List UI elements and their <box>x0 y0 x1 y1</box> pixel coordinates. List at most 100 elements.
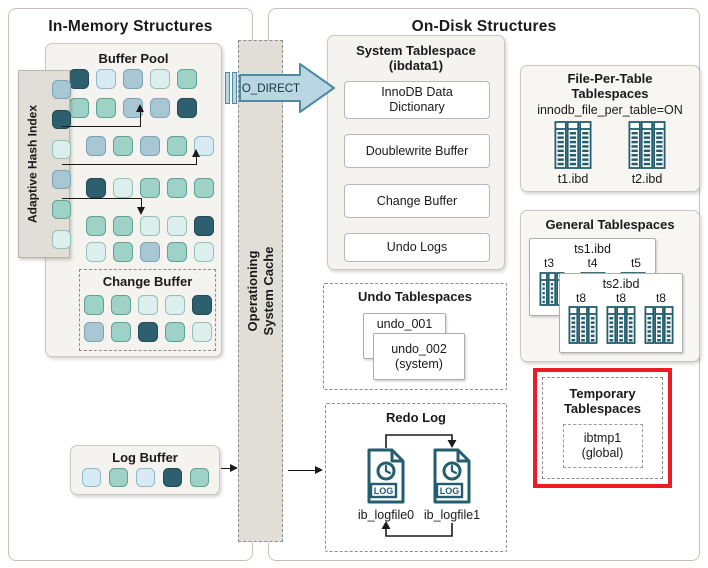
memory-page-square <box>69 69 89 89</box>
memory-page-square <box>83 322 104 343</box>
ibtmp1-label-line1: ibtmp1 <box>583 430 622 445</box>
file-per-table-title: File-Per-Table Tablespaces <box>521 66 699 102</box>
memory-page-square <box>86 216 106 236</box>
change-buffer-row <box>80 295 215 316</box>
adaptive-hash-index-label: Adaptive Hash Index <box>25 104 40 224</box>
operating-system-cache-bar: Operationing System Cache <box>238 40 283 542</box>
ib-logfile1-figure: LOG ib_logfile1 <box>412 448 492 523</box>
system-tablespace-title: System Tablespace <box>356 43 476 58</box>
temporary-tablespaces-highlight: Temporary Tablespaces ibtmp1 (global) <box>533 368 672 488</box>
cache-to-redo-arrow-line <box>288 470 317 471</box>
memory-page-square <box>167 136 187 156</box>
innodb-data-dictionary-item: InnoDB Data Dictionary <box>344 81 490 119</box>
hash-arrow-2-arrowhead <box>192 149 200 157</box>
o-direct-arrow: O_DIRECT <box>239 63 335 113</box>
file-per-table-title-line2: Tablespaces <box>571 86 649 102</box>
memory-page-square <box>140 242 160 262</box>
memory-page-square <box>110 322 131 343</box>
memory-page-square <box>191 295 212 316</box>
memory-page-square <box>113 136 133 156</box>
ts2-ibd-title: ts2.ibd <box>602 277 640 291</box>
memory-page-square <box>86 178 106 198</box>
buffer-pool-row <box>69 98 197 118</box>
buffer-pool-title: Buffer Pool <box>98 51 169 66</box>
log-buffer-squares <box>71 468 219 488</box>
memory-page-square <box>177 98 197 118</box>
ts1-ibd-title: ts1.ibd <box>574 242 611 256</box>
on-disk-panel-title: On-Disk Structures <box>411 18 557 35</box>
ts2-table-label: t8 <box>655 291 666 305</box>
memory-page-square <box>162 468 182 488</box>
os-cache-label-line1: Operationing <box>244 250 260 332</box>
temporary-tablespaces-title: Temporary Tablespaces <box>543 378 662 417</box>
memory-page-square <box>113 242 133 262</box>
memory-page-square <box>52 140 71 159</box>
memory-page-square <box>164 295 185 316</box>
general-tablespaces-box: General Tablespaces ts1.ibd t3 t4 t5 ts2… <box>520 210 700 362</box>
svg-text:LOG: LOG <box>374 486 394 496</box>
memory-page-square <box>123 69 143 89</box>
log-file-icon: LOG <box>432 448 472 507</box>
memory-page-square <box>167 242 187 262</box>
adaptive-hash-index-box: Adaptive Hash Index <box>18 70 71 258</box>
buffer-pool-row <box>86 178 214 198</box>
undo-tablespaces-box: Undo Tablespaces undo_001 undo_002 (syst… <box>323 283 507 390</box>
file-per-table-title-line1: File-Per-Table <box>567 71 653 86</box>
t2-ibd-label: t2.ibd <box>631 172 663 187</box>
table-icon <box>553 120 593 172</box>
memory-page-square <box>164 322 185 343</box>
page-write-bar <box>232 72 237 104</box>
file-per-table-box: File-Per-Table Tablespaces innodb_file_p… <box>520 65 700 192</box>
log-buffer-title: Log Buffer <box>112 450 178 465</box>
system-tablespace-subtitle: (ibdata1) <box>388 58 444 74</box>
memory-page-square <box>167 178 187 198</box>
memory-page-square <box>52 200 71 219</box>
memory-page-square <box>167 216 187 236</box>
t2-ibd-figure: t2.ibd <box>627 120 667 188</box>
hash-arrow-2-vline <box>196 157 197 165</box>
memory-page-square <box>113 178 133 198</box>
undo-002-file: undo_002 (system) <box>373 333 465 380</box>
memory-page-square <box>135 468 155 488</box>
buffer-pool-row <box>86 136 214 156</box>
hash-arrow-2-hline <box>62 164 196 165</box>
change-buffer-title: Change Buffer <box>102 274 193 289</box>
page-write-bar <box>225 72 230 104</box>
hash-arrow-1-arrowhead <box>136 104 144 112</box>
ib-logfile1-label: ib_logfile1 <box>423 507 481 522</box>
change-buffer-box: Change Buffer <box>79 269 216 351</box>
buffer-pool-box: Buffer Pool Change Buffer <box>45 43 222 357</box>
change-buffer-row <box>80 322 215 343</box>
memory-page-square <box>86 242 106 262</box>
memory-page-square <box>194 242 214 262</box>
buffer-pool-row <box>86 216 214 236</box>
memory-page-square <box>137 322 158 343</box>
o-direct-label: O_DIRECT <box>242 83 300 95</box>
ts2-table-label: t8 <box>576 291 587 305</box>
ts2-table-label: t8 <box>615 291 626 305</box>
memory-page-square <box>52 230 71 249</box>
ts1-table-label: t3 <box>544 256 555 270</box>
table-icon <box>643 306 675 347</box>
svg-text:LOG: LOG <box>440 486 460 496</box>
t1-ibd-label: t1.ibd <box>557 172 589 187</box>
memory-page-square <box>52 80 71 99</box>
memory-page-square <box>140 136 160 156</box>
file-per-table-setting: innodb_file_per_table=ON <box>537 102 683 117</box>
ts2-ibd-card: ts2.ibd t8 t8 t8 <box>559 273 683 353</box>
memory-page-square <box>194 178 214 198</box>
ibtmp1-box: ibtmp1 (global) <box>562 423 643 468</box>
log-file-icon: LOG <box>366 448 406 507</box>
ib-logfile0-figure: LOG ib_logfile0 <box>346 448 426 523</box>
ibtmp1-label-line2: (global) <box>581 445 624 460</box>
log-buffer-box: Log Buffer <box>70 445 220 495</box>
table-icon <box>627 120 667 172</box>
log-to-cache-arrow-line <box>221 468 232 469</box>
general-tablespaces-title: General Tablespaces <box>545 217 675 232</box>
redo-log-title: Redo Log <box>386 410 446 425</box>
ib-logfile0-label: ib_logfile0 <box>357 507 415 522</box>
hash-arrow-3-hline <box>62 198 141 199</box>
memory-page-square <box>140 216 160 236</box>
memory-page-square <box>150 69 170 89</box>
system-tablespace-box: System Tablespace (ibdata1) InnoDB Data … <box>327 35 505 270</box>
